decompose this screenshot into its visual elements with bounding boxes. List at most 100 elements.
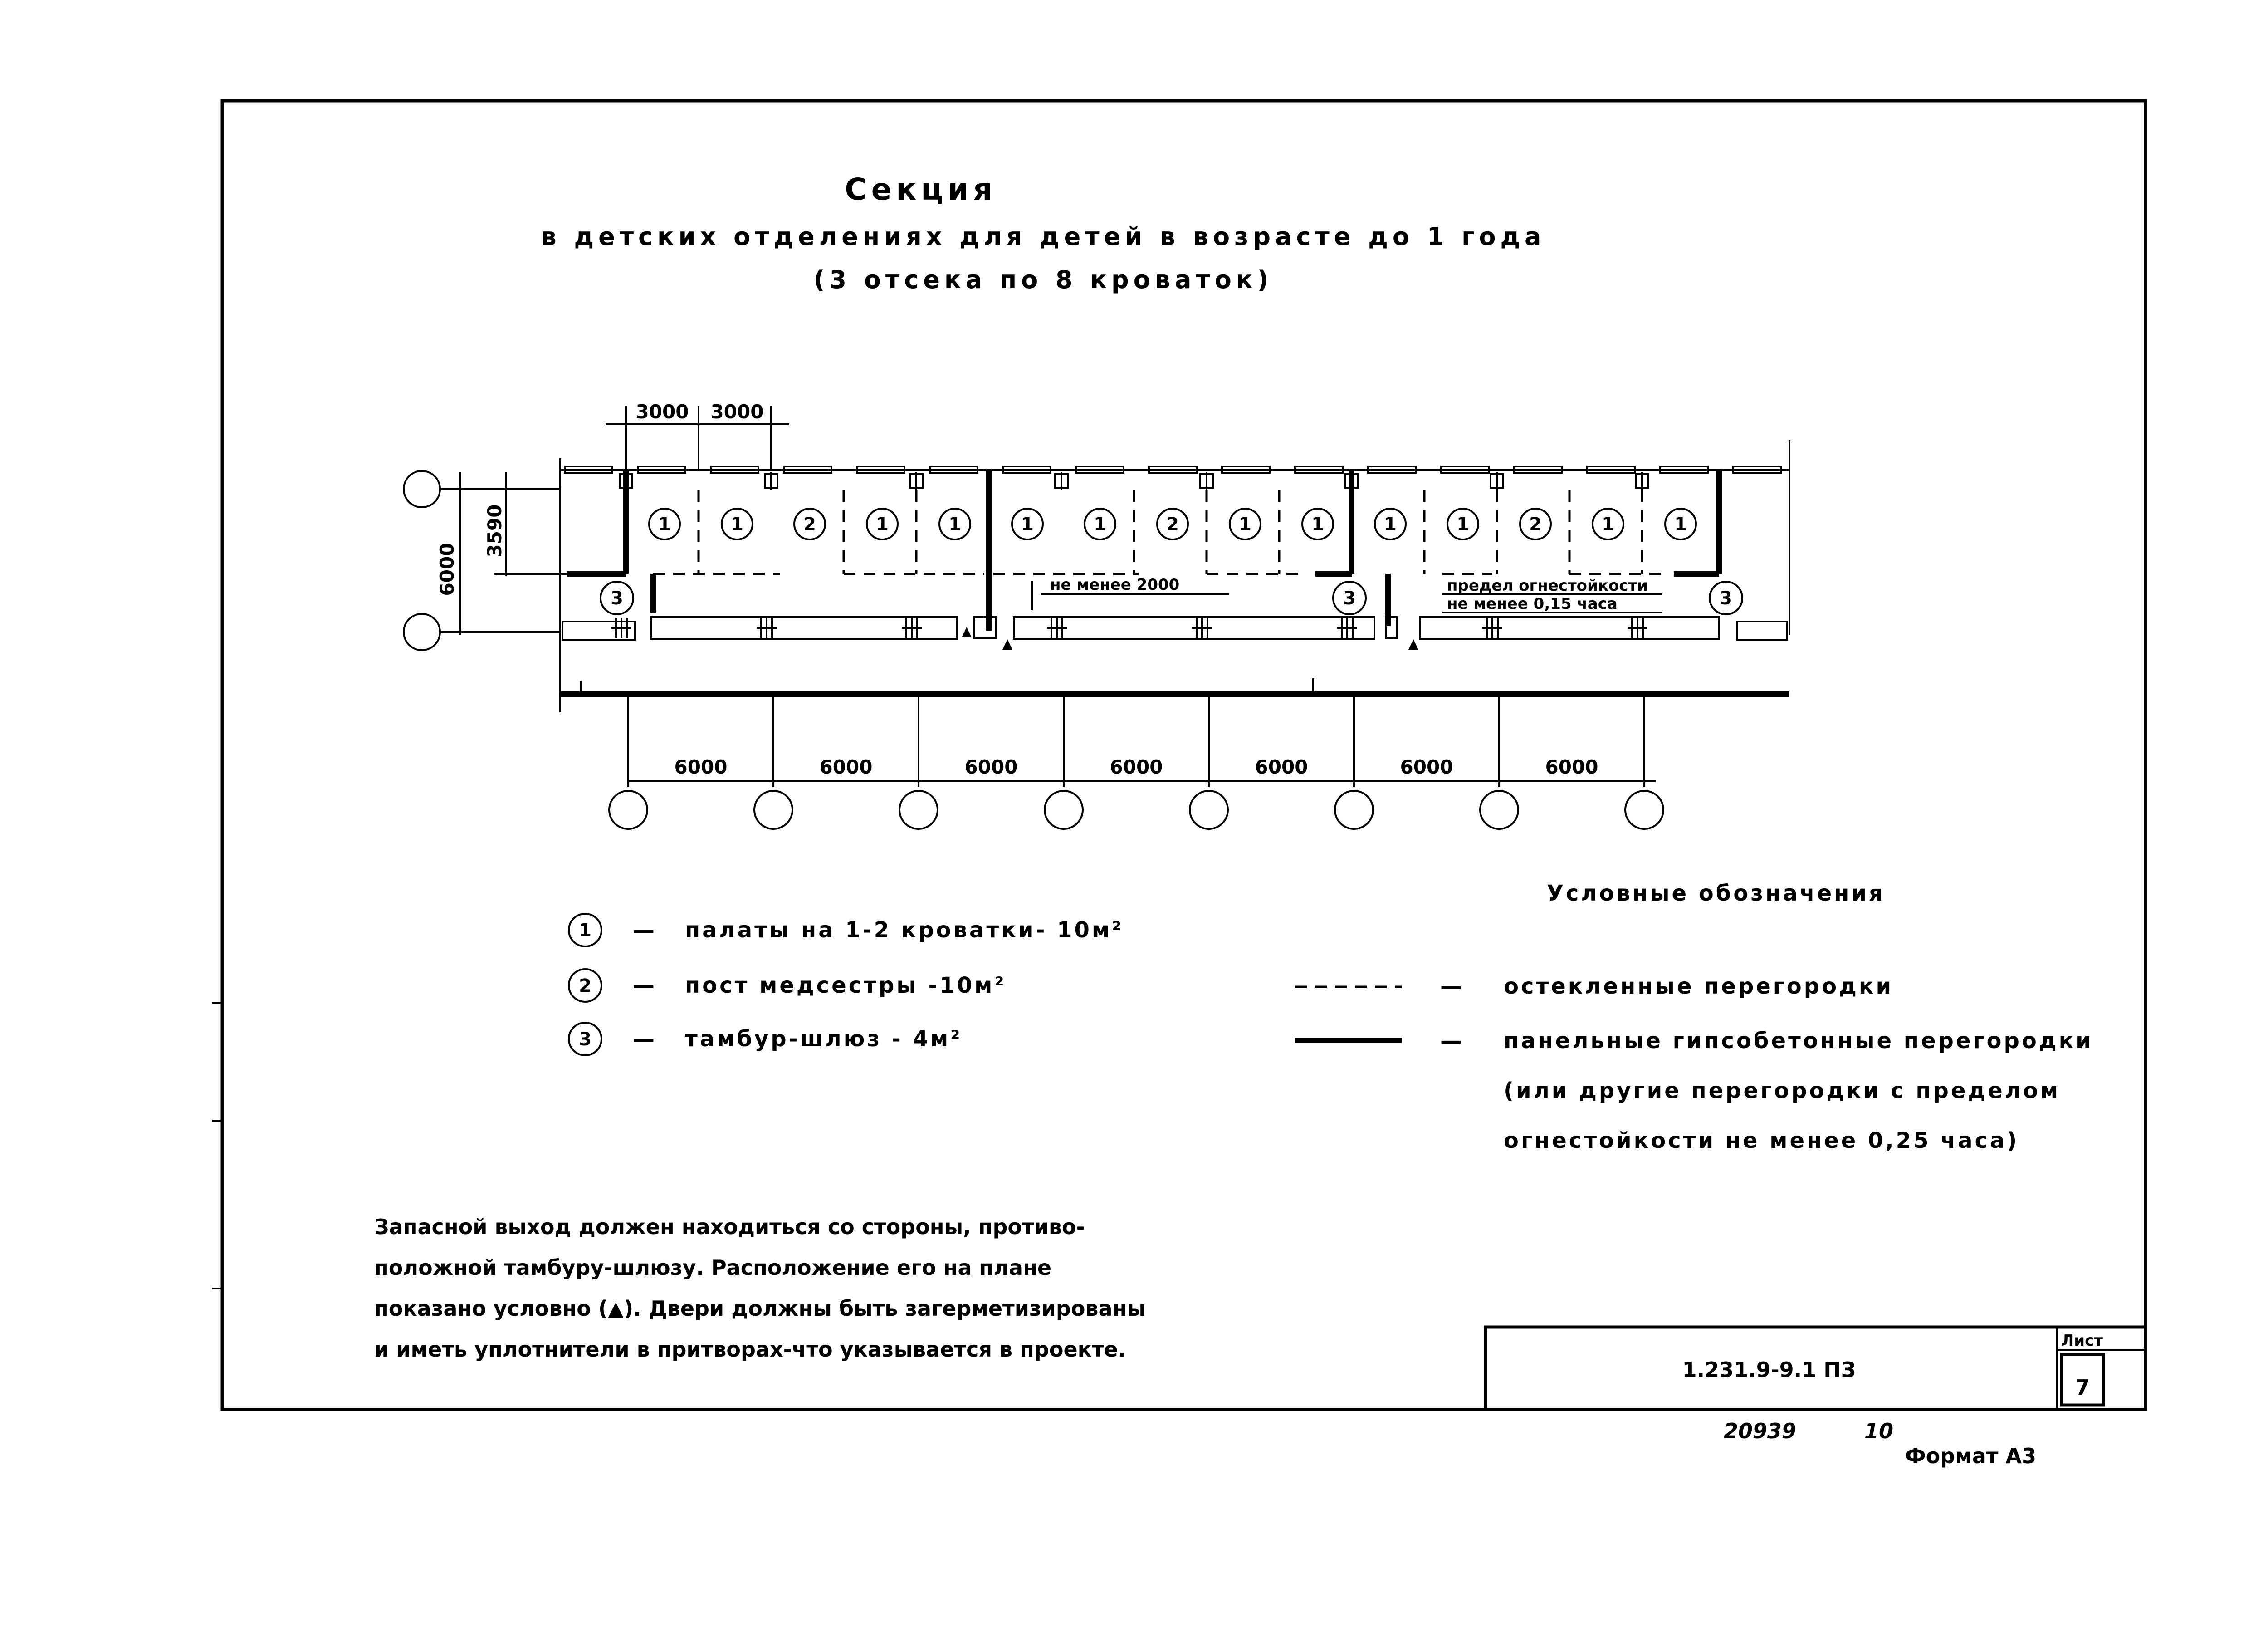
window-mark xyxy=(1221,466,1271,474)
glazed-partitions xyxy=(653,490,1669,575)
legend-room-text: пост медсестры -10м² xyxy=(685,973,1006,998)
panel-label-line-3: огнестойкости не менее 0,25 часа) xyxy=(1504,1128,2019,1153)
note-line: показано условно (▲). Двери должны быть … xyxy=(374,1296,1146,1321)
room-bubble xyxy=(1664,508,1697,540)
window-mark xyxy=(1586,466,1636,474)
vestibule-markers: 3 3 3 xyxy=(600,581,1743,615)
stamp-code: 1.231.9-9.1 ПЗ xyxy=(1682,1357,1856,1382)
window-mark xyxy=(710,466,759,474)
note-line: Запасной выход должен находиться со стор… xyxy=(374,1215,1085,1239)
legend-dash: — xyxy=(1440,974,1464,999)
legend-dash: — xyxy=(633,917,657,943)
top-dim-label: 3000 xyxy=(711,401,764,423)
fire-limit-note-1: предел огнестойкости xyxy=(1447,577,1648,595)
vestibule-number: 3 xyxy=(1343,588,1356,609)
panel-label-line-2: (или другие перегородки с пределом xyxy=(1504,1078,2060,1103)
window-mark xyxy=(637,466,686,474)
window-mark xyxy=(929,466,978,474)
room-number: 2 xyxy=(1166,514,1179,535)
title-line-2: в детских отделениях для детей в возраст… xyxy=(541,222,1545,251)
title-line-3: (3 отсека по 8 кроваток) xyxy=(814,265,1273,294)
room-number: 1 xyxy=(1384,514,1397,535)
glazed-label: остекленные перегородки xyxy=(1504,974,1893,999)
window-mark xyxy=(1659,466,1709,474)
copy-number: 10 xyxy=(1864,1419,1893,1443)
emergency-exit-marker xyxy=(962,627,972,637)
room-bubble xyxy=(1447,508,1479,540)
bottom-dim-label: 6000 xyxy=(1255,756,1308,778)
bottom-dim-label: 6000 xyxy=(1400,756,1453,778)
axis-bubble xyxy=(1044,790,1084,830)
legend-dash: — xyxy=(633,973,657,998)
bottom-dim-label: 6000 xyxy=(1110,756,1163,778)
left-dim-label: 6000 xyxy=(436,543,458,596)
room-bubble xyxy=(938,508,971,540)
room-bubble xyxy=(1301,508,1334,540)
vestibule-bubble xyxy=(1709,581,1743,615)
room-bubble xyxy=(1156,508,1189,540)
room-bubble xyxy=(1011,508,1044,540)
window-mark xyxy=(1075,466,1124,474)
room-number: 1 xyxy=(731,514,743,535)
legend-room-bubble xyxy=(568,1022,602,1056)
axis-bubble xyxy=(1189,790,1229,830)
bottom-dim-label: 6000 xyxy=(1545,756,1598,778)
room-number: 1 xyxy=(876,514,889,535)
title-stamp: 1.231.9-9.1 ПЗ Лист 7 20939 10 Формат А3 xyxy=(1484,1325,2147,1468)
symbols-legend-title: Условные обозначения xyxy=(1547,881,1885,906)
vestibule-number: 3 xyxy=(1720,588,1732,609)
legend-room-text: палаты на 1-2 кроватки- 10м² xyxy=(685,917,1124,943)
legend-dash: — xyxy=(1440,1028,1464,1054)
panel-pier xyxy=(973,616,997,639)
room-bubble xyxy=(1374,508,1407,540)
window-mark xyxy=(783,466,832,474)
window-mark xyxy=(1732,466,1782,474)
panel-label: панельные гипсобетонные перегородки xyxy=(1504,1028,2093,1054)
room-number: 2 xyxy=(803,514,816,535)
axis-bubble xyxy=(1479,790,1519,830)
room-bubble xyxy=(648,508,681,540)
column-row xyxy=(619,472,1649,490)
emergency-exit-marker xyxy=(1408,639,1418,650)
window-mark xyxy=(1513,466,1563,474)
sheet-number-box xyxy=(2060,1353,2105,1407)
top-dim-label: 3000 xyxy=(636,401,689,423)
legend-dash: — xyxy=(633,1026,657,1052)
room-number: 1 xyxy=(658,514,671,535)
panel-pier xyxy=(1385,616,1398,639)
room-number: 1 xyxy=(1094,514,1106,535)
emergency-exit-marker xyxy=(1002,639,1012,650)
room-bubble xyxy=(1084,508,1116,540)
stamp-box xyxy=(1484,1325,2147,1411)
axis-bubble xyxy=(1624,790,1664,830)
sheet-frame xyxy=(220,99,2147,1411)
emergency-exit-note: Запасной выход должен находиться со стор… xyxy=(374,1215,1146,1362)
legend-room-bubble xyxy=(568,913,602,947)
window-mark xyxy=(564,466,613,474)
room-number: 1 xyxy=(1457,514,1469,535)
legend-room-text: тамбур-шлюз - 4м² xyxy=(685,1026,962,1052)
window-mark xyxy=(1002,466,1051,474)
rooms-legend: 1 — палаты на 1-2 кроватки- 10м² 2 — пос… xyxy=(568,913,1124,1056)
axis-bubble xyxy=(899,790,938,830)
fire-limit-note-2: не менее 0,15 часа xyxy=(1447,595,1618,613)
vestibule-number: 3 xyxy=(611,588,623,609)
room-bubble xyxy=(1229,508,1261,540)
panel-wall xyxy=(1013,616,1375,640)
axis-bubble xyxy=(608,790,648,830)
stamp-sheet-number: 7 xyxy=(2075,1375,2090,1400)
left-dim-label: 3590 xyxy=(484,505,506,558)
bottom-dim-label: 6000 xyxy=(820,756,873,778)
room-number: 1 xyxy=(1674,514,1687,535)
vestibule-bubble xyxy=(1332,581,1367,615)
min-width-note: не менее 2000 xyxy=(1050,576,1179,594)
bottom-dim-label: 6000 xyxy=(965,756,1018,778)
axis-bubble xyxy=(753,790,793,830)
panel-wall xyxy=(1419,616,1720,640)
room-number: 1 xyxy=(1021,514,1034,535)
axis-bubble xyxy=(403,470,441,508)
title-line-1: Секция xyxy=(845,172,997,207)
